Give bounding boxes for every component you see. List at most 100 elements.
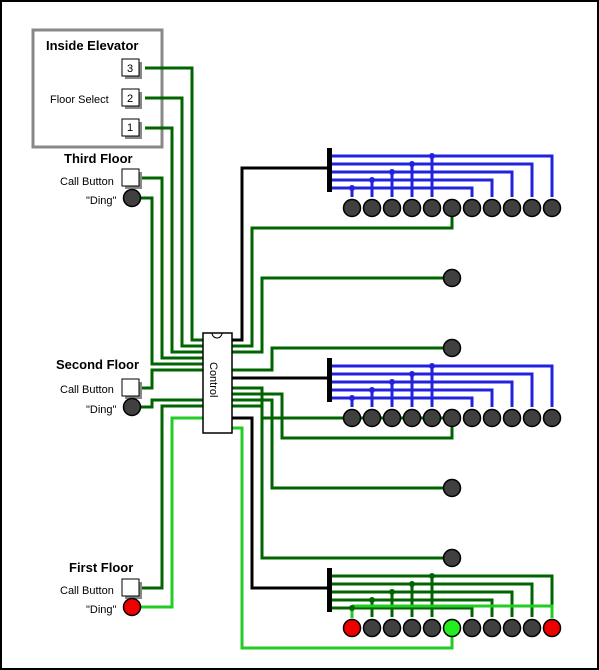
second-display-led	[362, 408, 382, 428]
control-chip	[202, 332, 233, 434]
floor-button-2[interactable]	[121, 88, 140, 107]
second-display-bus-line	[332, 396, 474, 407]
floor-button-3-label: 3	[127, 63, 133, 75]
first-display-bus-dot	[369, 597, 375, 603]
control-chip-notch	[211, 332, 223, 339]
second-display-led	[542, 408, 562, 428]
first-display-led	[402, 618, 422, 638]
inside-elevator-box	[31, 28, 164, 149]
third-display-bus-line	[332, 154, 554, 197]
indicator-led	[442, 478, 462, 498]
indicator-led	[442, 548, 462, 568]
third-display-led	[502, 198, 522, 218]
wire-second-ding	[140, 398, 204, 409]
first-display-led	[522, 618, 542, 638]
second-display-led	[522, 408, 542, 428]
first-display-led	[442, 618, 462, 638]
third-floor-title: Third Floor	[64, 151, 133, 166]
third-display-led	[442, 198, 462, 218]
first-display-decoder	[327, 568, 332, 612]
second-display-led	[502, 408, 522, 428]
third-ding-label: "Ding"	[86, 195, 117, 207]
third-display-led	[462, 198, 482, 218]
third-display-led	[342, 198, 362, 218]
first-display-led	[482, 618, 502, 638]
wire-button-3	[145, 66, 204, 342]
floor-button-3[interactable]	[121, 58, 140, 77]
first-display-bus-dot	[409, 581, 415, 587]
first-display-bus-line	[332, 574, 554, 617]
third-display-bus-line	[332, 162, 534, 197]
first-display-active-line	[352, 604, 554, 618]
first-display-led	[382, 618, 402, 638]
third-display-bus-line	[332, 170, 514, 197]
third-display-led	[522, 198, 542, 218]
first-display-bus-line	[332, 606, 474, 617]
first-display-led	[362, 618, 382, 638]
third-display-bus-dot	[409, 161, 415, 167]
floor-select-label: Floor Select	[50, 94, 109, 106]
third-call-button[interactable]	[121, 168, 140, 187]
first-display-led	[422, 618, 442, 638]
third-display-led	[422, 198, 442, 218]
wire-first-led-feed	[232, 426, 454, 650]
second-display-bus-line	[332, 364, 554, 407]
second-ding-light	[122, 397, 142, 417]
wire-first-display	[232, 416, 330, 590]
second-display-bus-line	[332, 380, 514, 407]
second-display-decoder	[327, 358, 332, 402]
components	[121, 58, 562, 638]
inside-elevator-title: Inside Elevator	[46, 38, 138, 53]
second-display-bus-dot	[369, 387, 375, 393]
wires	[140, 66, 554, 650]
third-display-bus-line	[332, 186, 474, 197]
wire-second-led-feed-b	[232, 392, 454, 440]
third-display-bus-dot	[349, 185, 355, 191]
wire-first-indicator	[232, 404, 452, 560]
third-display-led	[542, 198, 562, 218]
third-display-led	[382, 198, 402, 218]
second-ding-label: "Ding"	[86, 404, 117, 416]
second-display-led	[382, 408, 402, 428]
second-call-button[interactable]	[121, 378, 140, 397]
second-display-led	[402, 408, 422, 428]
first-display-bus-line	[332, 598, 494, 617]
first-ding-light	[122, 597, 142, 617]
second-display-bus-line	[332, 388, 494, 407]
second-display-bus-dot	[349, 395, 355, 401]
third-display-led	[482, 198, 502, 218]
third-display-bus-line	[332, 178, 494, 197]
indicator-led	[442, 338, 462, 358]
first-call-button[interactable]	[121, 578, 140, 597]
first-ding-label: "Ding"	[86, 604, 117, 616]
wire-first-ding	[140, 416, 204, 609]
second-call-label: Call Button	[60, 384, 114, 396]
wire-first-call	[140, 404, 204, 590]
third-display-decoder	[327, 148, 332, 192]
first-display-led	[342, 618, 362, 638]
wire-button-2	[145, 96, 204, 348]
first-display-led	[542, 618, 562, 638]
second-display-bus-dot	[389, 379, 395, 385]
wire-second-call	[140, 368, 204, 390]
third-call-label: Call Button	[60, 176, 114, 188]
wire-second-indicator-a	[232, 346, 452, 372]
wire-third-indicator	[232, 276, 452, 354]
floor-button-2-label: 2	[127, 93, 133, 105]
wire-third-call	[140, 176, 204, 360]
wire-third-display	[232, 166, 330, 342]
first-call-label: Call Button	[60, 585, 114, 597]
floor-button-1[interactable]	[121, 118, 140, 137]
indicator-led	[442, 268, 462, 288]
third-display-bus-dot	[389, 169, 395, 175]
second-display-bus-dot	[429, 363, 435, 369]
second-display-led	[442, 408, 462, 428]
first-display-bus-dot	[389, 589, 395, 595]
third-display-bus-dot	[369, 177, 375, 183]
third-display-led	[402, 198, 422, 218]
second-display-led	[422, 408, 442, 428]
wire-third-ding	[140, 196, 204, 366]
wire-second-indicator-b	[232, 398, 452, 490]
